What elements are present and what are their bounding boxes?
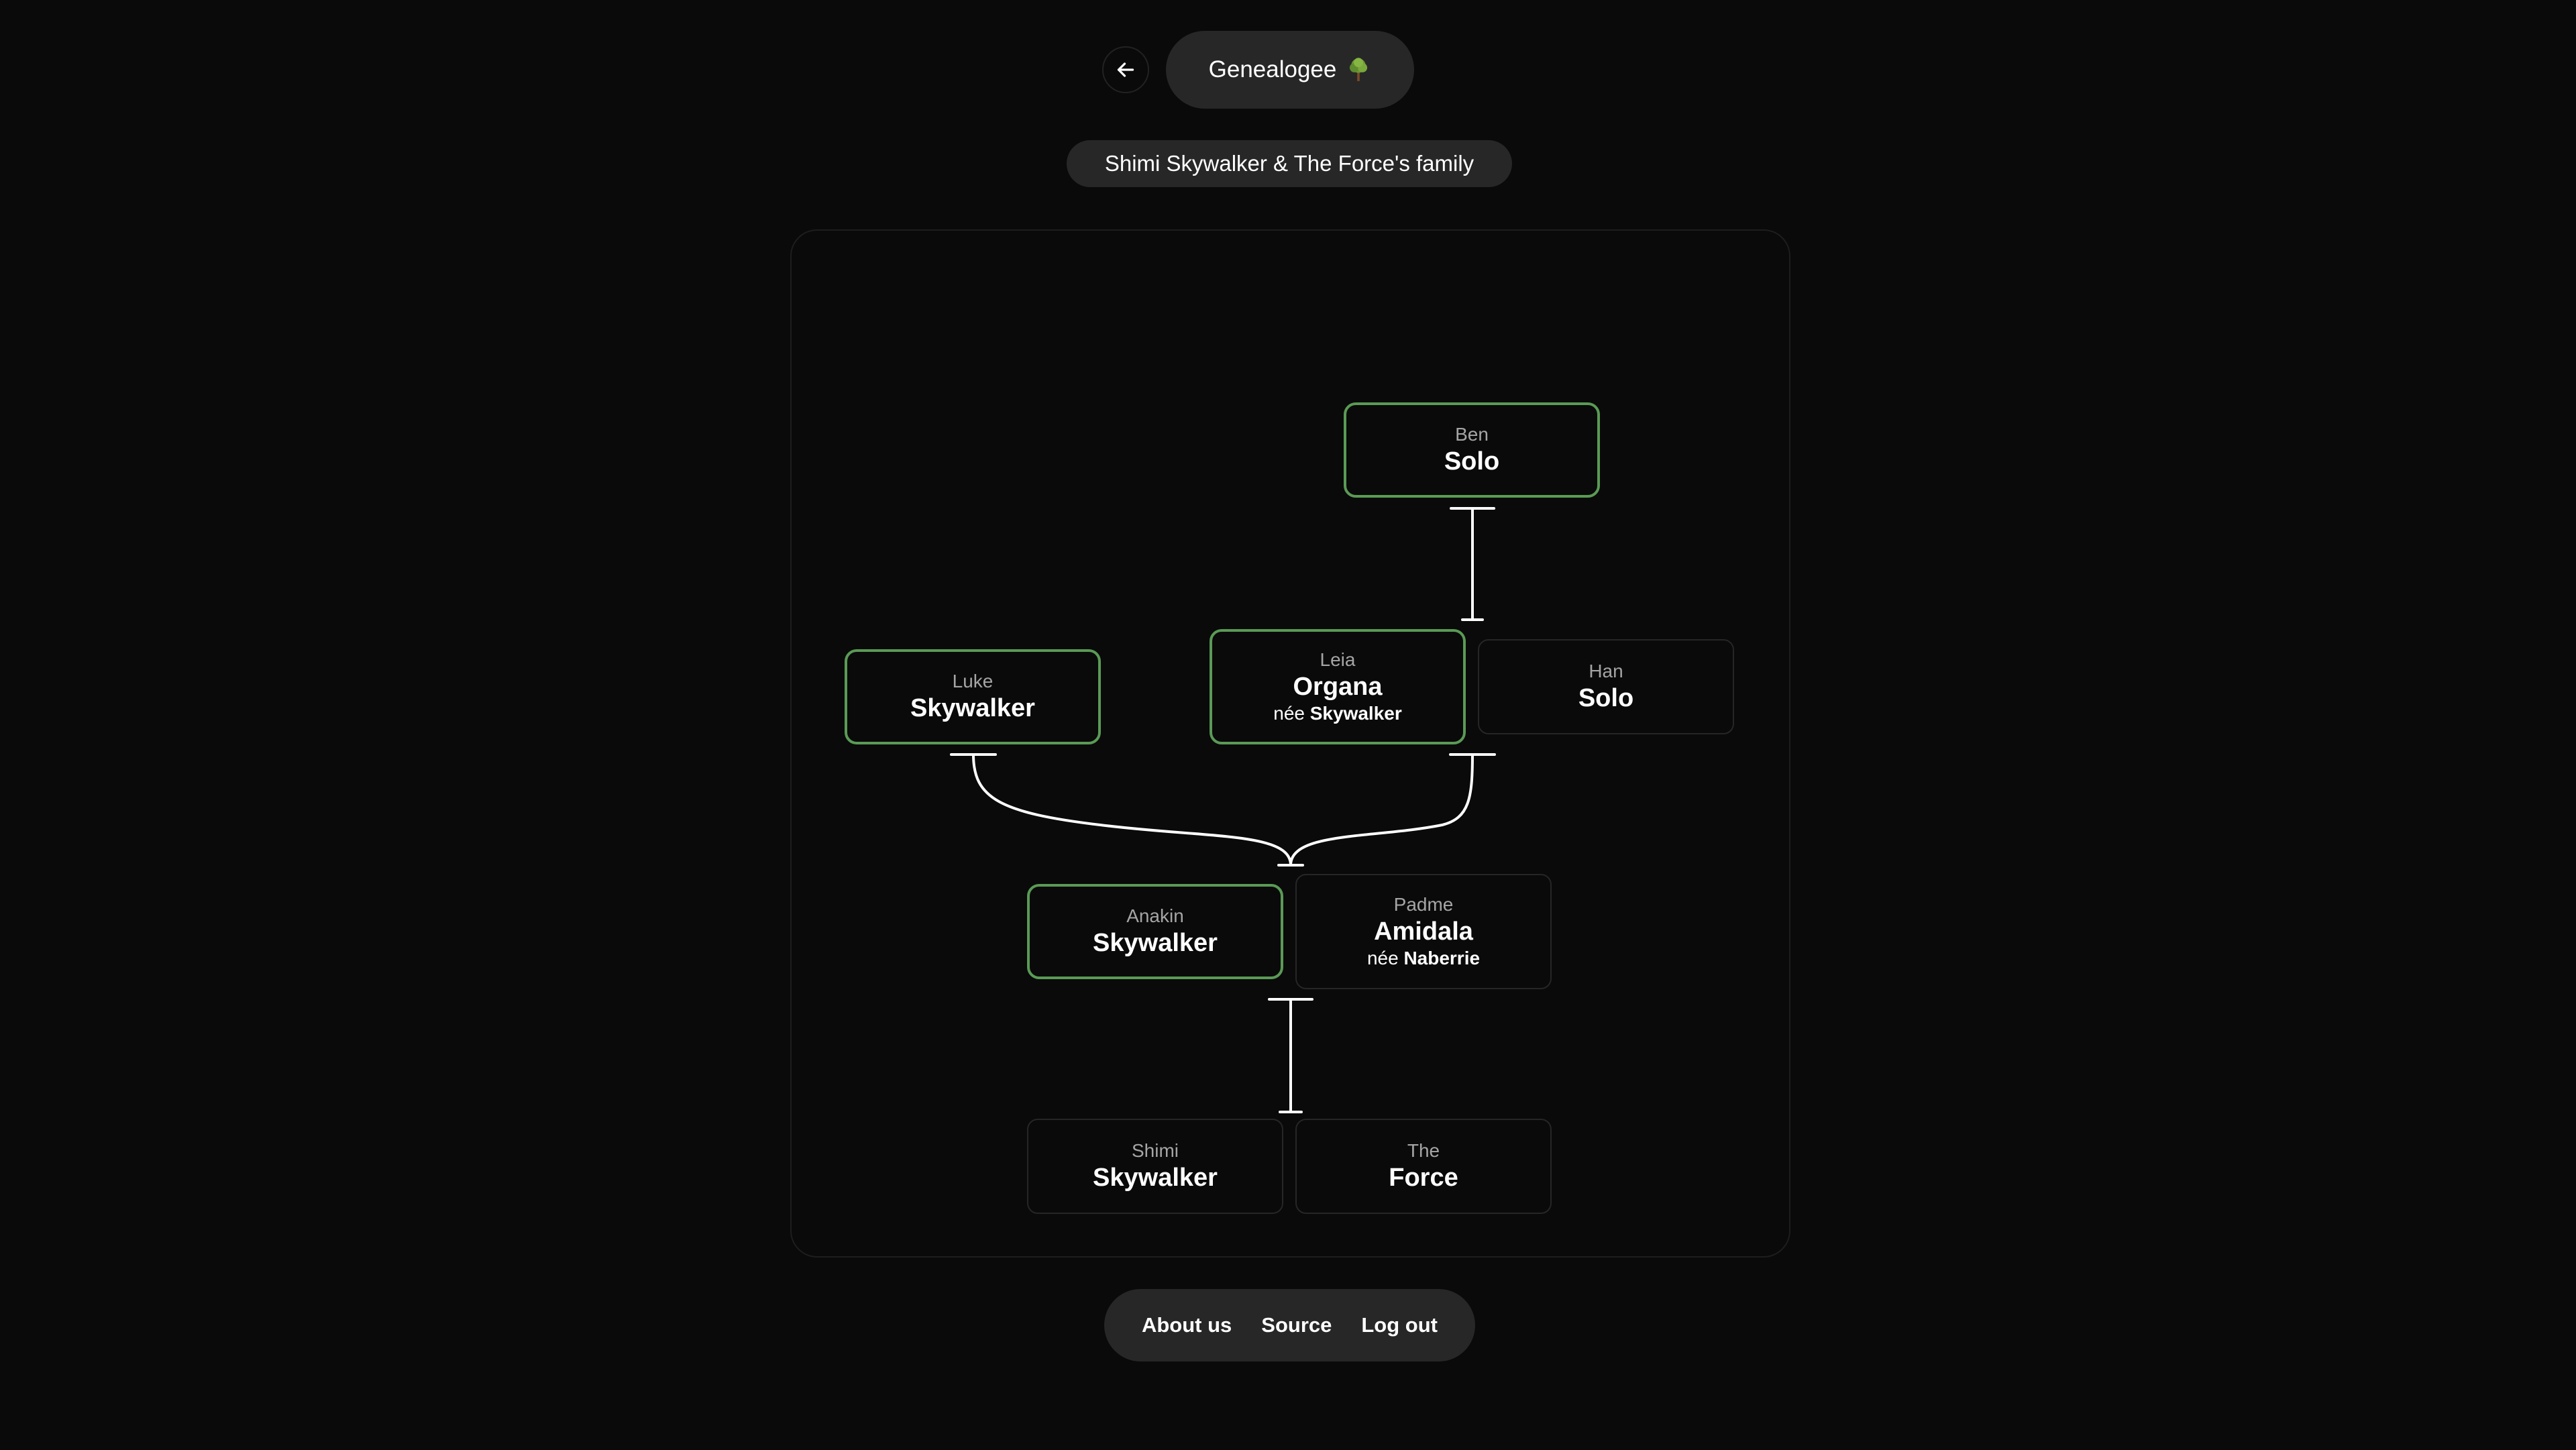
first-name: Ben: [1455, 424, 1489, 445]
first-name: Han: [1589, 661, 1623, 681]
arrow-left-icon: [1117, 62, 1134, 77]
first-name: The: [1407, 1140, 1440, 1161]
person-card-han[interactable]: Han Solo: [1478, 639, 1734, 734]
maiden-name: née Naberrie: [1366, 948, 1481, 968]
first-name: Padme: [1393, 894, 1454, 915]
app-title-pill[interactable]: Genealogee: [1166, 31, 1414, 109]
footer-nav: About us Source Log out: [1104, 1289, 1475, 1361]
source-link[interactable]: Source: [1261, 1313, 1332, 1337]
person-card-leia[interactable]: Leia Organa née Skywalker: [1210, 629, 1466, 744]
last-name: Force: [1389, 1164, 1458, 1192]
first-name: Leia: [1320, 649, 1356, 670]
person-card-force[interactable]: The Force: [1295, 1119, 1552, 1214]
log-out-link[interactable]: Log out: [1361, 1313, 1438, 1337]
last-name: Amidala: [1374, 917, 1473, 946]
person-card-luke[interactable]: Luke Skywalker: [845, 649, 1101, 744]
first-name: Luke: [952, 671, 994, 691]
person-card-shimi[interactable]: Shimi Skywalker: [1027, 1119, 1283, 1214]
back-button[interactable]: [1102, 46, 1149, 93]
family-title: Shimi Skywalker & The Force's family: [1067, 140, 1512, 187]
last-name: Organa: [1293, 673, 1383, 701]
person-card-padme[interactable]: Padme Amidala née Naberrie: [1295, 874, 1552, 989]
tree-icon: [1350, 58, 1368, 81]
last-name: Solo: [1444, 447, 1500, 476]
maiden-name: née Skywalker: [1273, 703, 1402, 724]
last-name: Skywalker: [1093, 1164, 1218, 1192]
person-card-anakin[interactable]: Anakin Skywalker: [1027, 884, 1283, 979]
person-card-ben[interactable]: Ben Solo: [1344, 402, 1600, 498]
last-name: Skywalker: [910, 694, 1035, 722]
last-name: Solo: [1578, 684, 1634, 712]
about-us-link[interactable]: About us: [1141, 1313, 1232, 1337]
app-title: Genealogee: [1208, 56, 1337, 82]
first-name: Shimi: [1131, 1140, 1179, 1161]
first-name: Anakin: [1126, 905, 1184, 926]
last-name: Skywalker: [1093, 929, 1218, 957]
